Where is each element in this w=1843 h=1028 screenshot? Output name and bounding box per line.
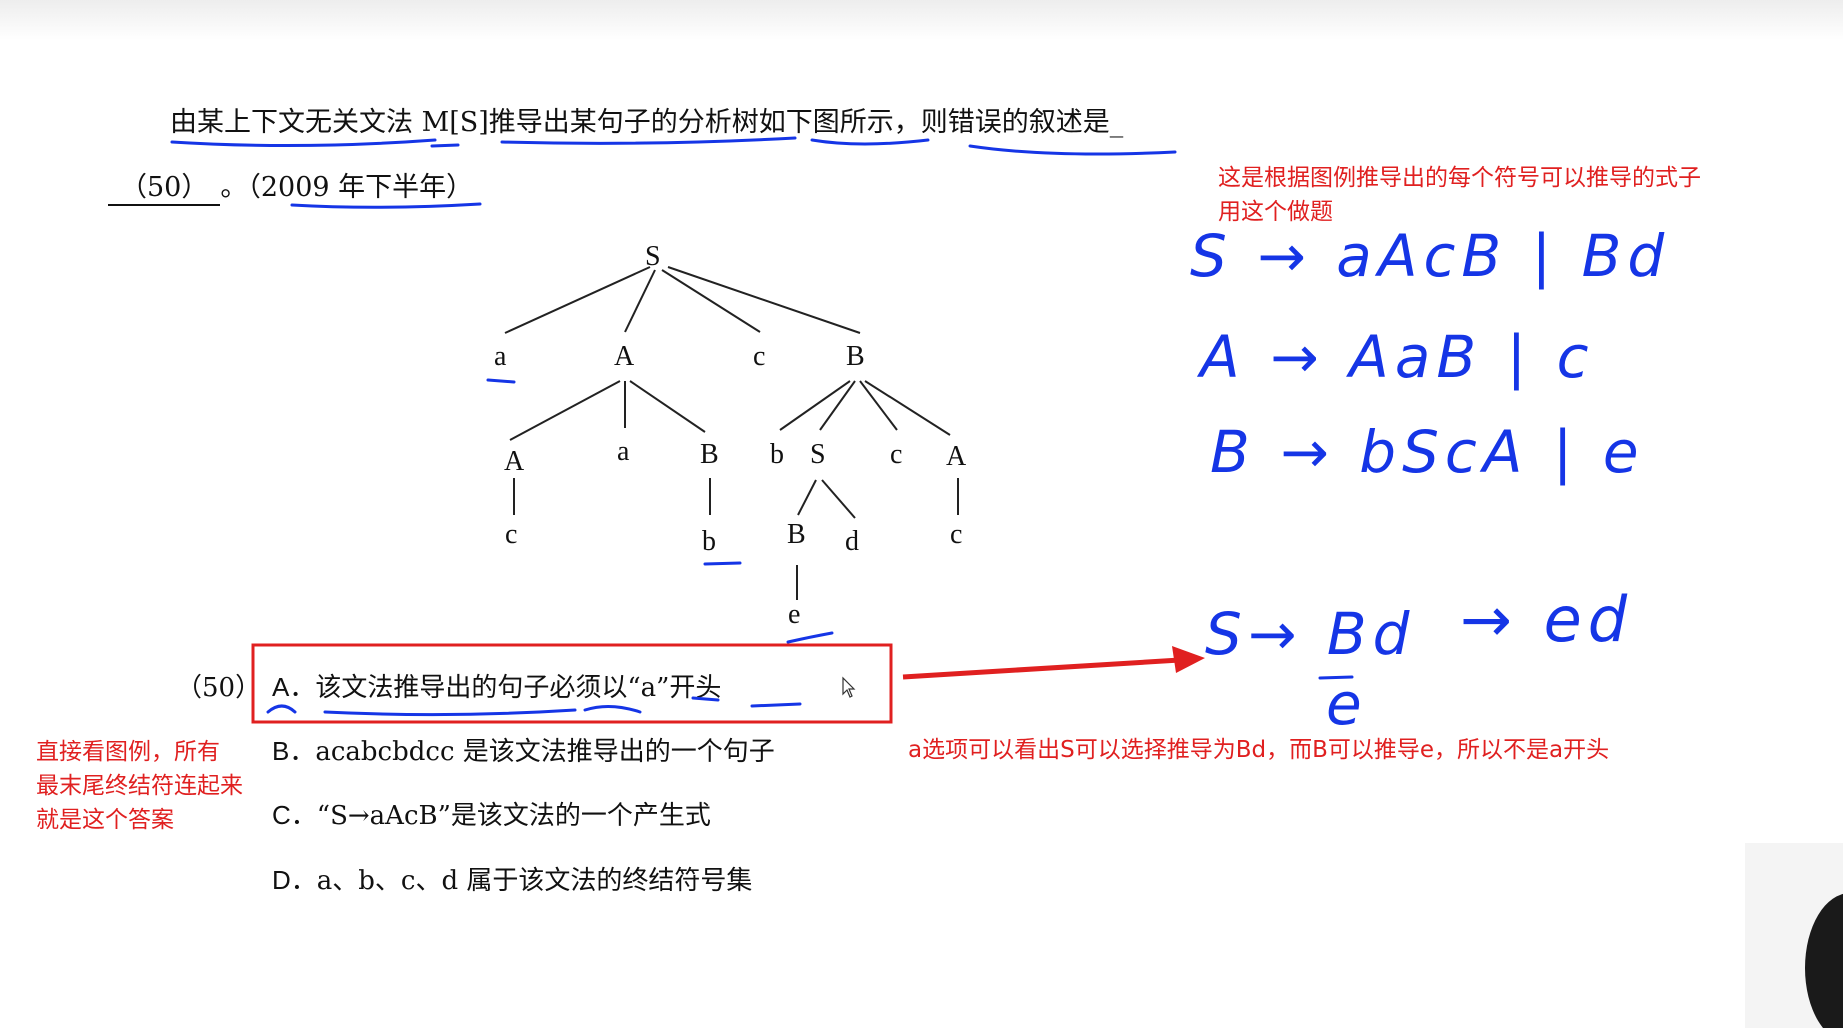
question-year: 。（2009 年下半年） [220, 172, 474, 203]
tree-node-a: a [617, 436, 630, 467]
top-gradient-bar [0, 0, 1843, 40]
edge-B-b [779, 380, 851, 431]
option-number: （50） [176, 673, 262, 703]
handwritten-rule-a: A → AaB | c [1200, 323, 1595, 391]
option-a-text: 该文法推导出的句子必须以“a”开头 [315, 673, 722, 703]
tree-node-A: A [946, 441, 967, 472]
option-a-key: A． [272, 672, 316, 702]
option-d-text: a、b、c、d 属于该文法的终结符号集 [316, 866, 753, 896]
handwritten-derivation-2: → ed [1460, 583, 1634, 656]
note-left-1: 直接看图例，所有 [36, 739, 220, 765]
note-left-3: 就是这个答案 [36, 807, 174, 833]
option-c: C．“S→aAcB”是该文法的一个产生式 [272, 795, 711, 832]
edge-S-c [661, 269, 761, 333]
edge-A-B [629, 380, 706, 433]
underline-tree-a [486, 378, 516, 384]
handwritten-rule-b: B → bScA | e [1210, 418, 1645, 486]
tree-node-e: e [788, 599, 800, 630]
cursor-icon [842, 676, 856, 698]
underline-q1 [170, 138, 437, 148]
option-c-text: “S→aAcB”是该文法的一个产生式 [316, 801, 711, 831]
edge-B-A [864, 380, 951, 436]
question-line-1: 由某上下文无关文法 M[S]推导出某句子的分析树如下图所示，则错误的叙述是_ [170, 107, 1124, 138]
parse-tree-diagram: S a A c B A a B b S c A c b B d c e [494, 241, 967, 630]
option-c-key: C． [272, 800, 317, 830]
edge-A-A [509, 380, 621, 441]
handwritten-derivation-e: e [1326, 670, 1368, 738]
underline-derivation-b [1318, 675, 1354, 680]
handwritten-rule-s: S → aAcB | Bd [1190, 222, 1671, 290]
underline-year [290, 202, 482, 209]
note-top-right-1: 这是根据图例推导出的每个符号可以推导的式子 [1218, 165, 1701, 191]
underline-tree-b [703, 561, 742, 566]
edge-B-c [859, 380, 898, 431]
edge-B-S [819, 380, 856, 431]
tree-node-c: c [753, 341, 765, 372]
underline-opt-a1 [266, 704, 297, 714]
underline-tree-e [786, 631, 834, 644]
tree-node-c: c [505, 519, 517, 550]
tree-node-S: S [810, 439, 826, 470]
question-blank: （50） [108, 165, 221, 206]
option-a-highlight-box [251, 643, 893, 724]
tree-node-c: c [890, 439, 902, 470]
tree-node-B: B [787, 519, 806, 550]
note-left-2: 最末尾终结符连起来 [36, 773, 243, 799]
option-a: A．该文法推导出的句子必须以“a”开头 [272, 667, 721, 704]
option-d-key: D． [272, 865, 317, 895]
underline-opt-a3 [583, 705, 642, 714]
edge-S-A [624, 269, 656, 333]
option-b: B．acabcbdcc 是该文法推导出的一个句子 [272, 731, 775, 768]
edge-S-B [667, 266, 861, 334]
note-option-a-explain: a选项可以看出S可以选择推导为Bd，而B可以推导e，所以不是a开头 [908, 737, 1610, 763]
edge-S-a [504, 266, 651, 334]
underline-q3 [500, 136, 797, 145]
question-line-2: （50）。（2009 年下半年） [108, 165, 473, 206]
underline-opt-a5 [750, 702, 802, 708]
note-top-right-2: 用这个做题 [1218, 199, 1333, 225]
tree-node-S: S [645, 241, 661, 272]
tree-node-c: c [950, 519, 962, 550]
edge-S-B2 [797, 479, 817, 516]
tree-node-b: b [702, 526, 716, 557]
tree-node-a: a [494, 341, 507, 372]
underline-q4 [810, 138, 930, 146]
option-b-key: B． [272, 736, 316, 766]
underline-q2 [430, 143, 460, 148]
edge-S-d [821, 479, 856, 519]
underline-opt-a4 [691, 696, 720, 702]
webcam-overlay [1745, 843, 1843, 1028]
option-d: D．a、b、c、d 属于该文法的终结符号集 [272, 860, 752, 897]
tree-node-B: B [846, 341, 865, 372]
tree-node-b: b [770, 439, 784, 470]
red-arrow-shaft [902, 657, 1181, 680]
handwritten-derivation-1: S→ Bd [1205, 600, 1416, 668]
red-arrow-head [1172, 646, 1205, 673]
tree-node-A: A [504, 446, 525, 477]
tree-node-A: A [614, 341, 635, 372]
tree-node-d: d [845, 526, 859, 557]
tree-node-B: B [700, 439, 719, 470]
presenter-head [1805, 893, 1843, 1028]
option-b-text: acabcbdcc 是该文法推导出的一个句子 [315, 737, 775, 767]
underline-opt-a2 [323, 708, 577, 717]
underline-q5 [968, 144, 1177, 156]
